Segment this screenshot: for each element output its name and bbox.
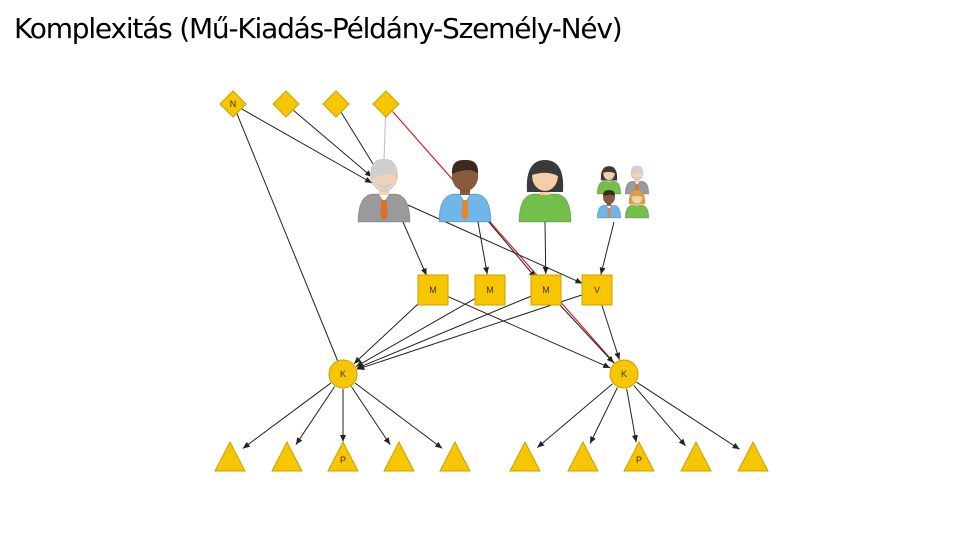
name-diamond-label: N [230, 99, 237, 109]
edge-name-person [340, 112, 379, 173]
edge-name-person [293, 110, 373, 178]
edge-name-person [241, 108, 373, 184]
edge-edition-item [242, 382, 332, 449]
businessman-icon [438, 159, 492, 223]
item-triangle-node [509, 440, 541, 472]
work-square-label: M [429, 285, 437, 295]
edge-edition-item [295, 386, 336, 445]
item-triangle-node [383, 440, 415, 472]
edge-name-person [383, 113, 387, 161]
item-triangle-node [327, 440, 359, 472]
edge-name-edition-highlight [392, 111, 625, 375]
name-diamond-node [322, 90, 350, 118]
edition-circle-node [609, 359, 639, 389]
edition-circle-node [328, 359, 358, 389]
edge-edition-item [350, 386, 391, 445]
edge-edition-item [589, 387, 618, 444]
edge-edition-item [633, 385, 686, 447]
item-triangle-label: P [340, 455, 346, 465]
item-triangle-node [680, 440, 712, 472]
edge-work-edition [353, 300, 422, 365]
edge-edition-item [626, 388, 638, 443]
name-diamond-node [372, 90, 400, 118]
work-square-node [474, 274, 506, 306]
work-square-label: M [486, 285, 494, 295]
item-triangle-node [737, 440, 769, 472]
edge-work-edition [355, 297, 477, 367]
edge-work-edition [356, 295, 532, 369]
item-triangle-node [439, 440, 471, 472]
edge-edition-item [636, 381, 740, 450]
work-square-node [530, 274, 562, 306]
edge-name-edition [236, 113, 344, 375]
item-triangle-node [271, 440, 303, 472]
edges-layer [236, 108, 740, 450]
edge-work-edition [556, 301, 615, 364]
work-square-label: M [542, 285, 550, 295]
edge-person-work [402, 221, 427, 276]
edge-edition-item [354, 382, 443, 449]
item-triangle-node [567, 440, 599, 472]
persons-layer [357, 158, 650, 223]
work-square-label: V [594, 285, 600, 295]
name-diamond-node [219, 90, 247, 118]
item-triangle-node [214, 440, 246, 472]
item-triangle-label: P [636, 455, 642, 465]
item-triangle-node [623, 440, 655, 472]
edition-circle-label: K [621, 369, 627, 379]
work-square-node [417, 274, 449, 306]
edition-circle-label: K [340, 369, 346, 379]
work-square-node [581, 274, 613, 306]
edge-person-work [477, 221, 489, 275]
name-diamond-node [272, 90, 300, 118]
edge-person-work [542, 221, 549, 275]
edge-edition-item [536, 383, 613, 449]
edge-person-work [407, 204, 583, 284]
edge-person-work [599, 221, 615, 275]
edge-work-edition [447, 295, 611, 369]
woman-icon [518, 160, 572, 223]
group-icon [596, 165, 650, 219]
edge-work-edition [357, 294, 582, 370]
page-title: Komplexitás (Mű-Kiadás-Példány-Személy-N… [14, 12, 623, 45]
nodes-layer: N M M M V K K P P [214, 90, 769, 472]
elderly-man-icon [357, 158, 411, 223]
edge-work-edition [601, 305, 621, 360]
